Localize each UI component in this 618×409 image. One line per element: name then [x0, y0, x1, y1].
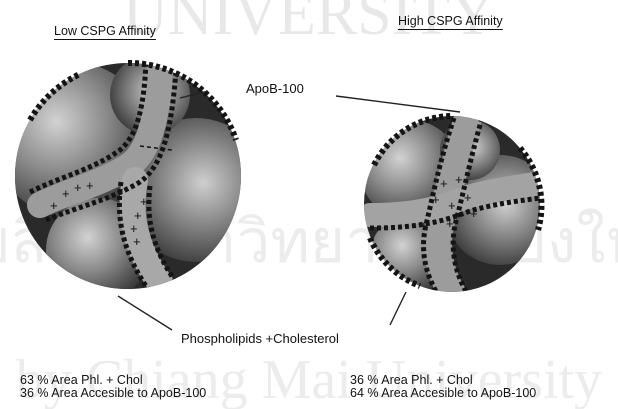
high-affinity-stats: 36 % Area Phl. + Chol 64 % Area Accesibl… [350, 374, 536, 400]
phospholipid-label: Phospholipids +Cholesterol [181, 331, 339, 346]
charge-plus: + [448, 198, 456, 213]
charge-plus: + [420, 218, 428, 233]
charge-plus: + [432, 192, 440, 207]
charge-plus: + [470, 206, 478, 221]
high-affinity-title: High CSPG Affinity [398, 14, 503, 28]
apob-leader-right [336, 96, 460, 112]
charge-plus: + [86, 178, 94, 193]
apob-label: ApoB-100 [246, 81, 304, 96]
charge-plus: + [50, 198, 58, 213]
charge-plus: + [133, 234, 141, 249]
low-stat-apob-accessible: 36 % Area Accesible to ApoB-100 [20, 387, 206, 400]
high-stat-apob-accessible: 64 % Area Accesible to ApoB-100 [350, 387, 536, 400]
charge-plus: + [74, 180, 82, 195]
charge-plus: + [440, 176, 448, 191]
low-affinity-title: Low CSPG Affinity [54, 24, 156, 38]
low-affinity-stats: 63 % Area Phl. + Chol 36 % Area Accesibl… [20, 374, 206, 400]
phospholipid-leader-right [390, 292, 406, 325]
charge-plus: + [446, 216, 454, 231]
charge-plus: + [464, 190, 472, 205]
charge-plus: + [140, 194, 148, 209]
phospholipid-leader-left [118, 296, 172, 330]
charge-plus: + [455, 172, 463, 187]
charge-plus: + [62, 186, 70, 201]
